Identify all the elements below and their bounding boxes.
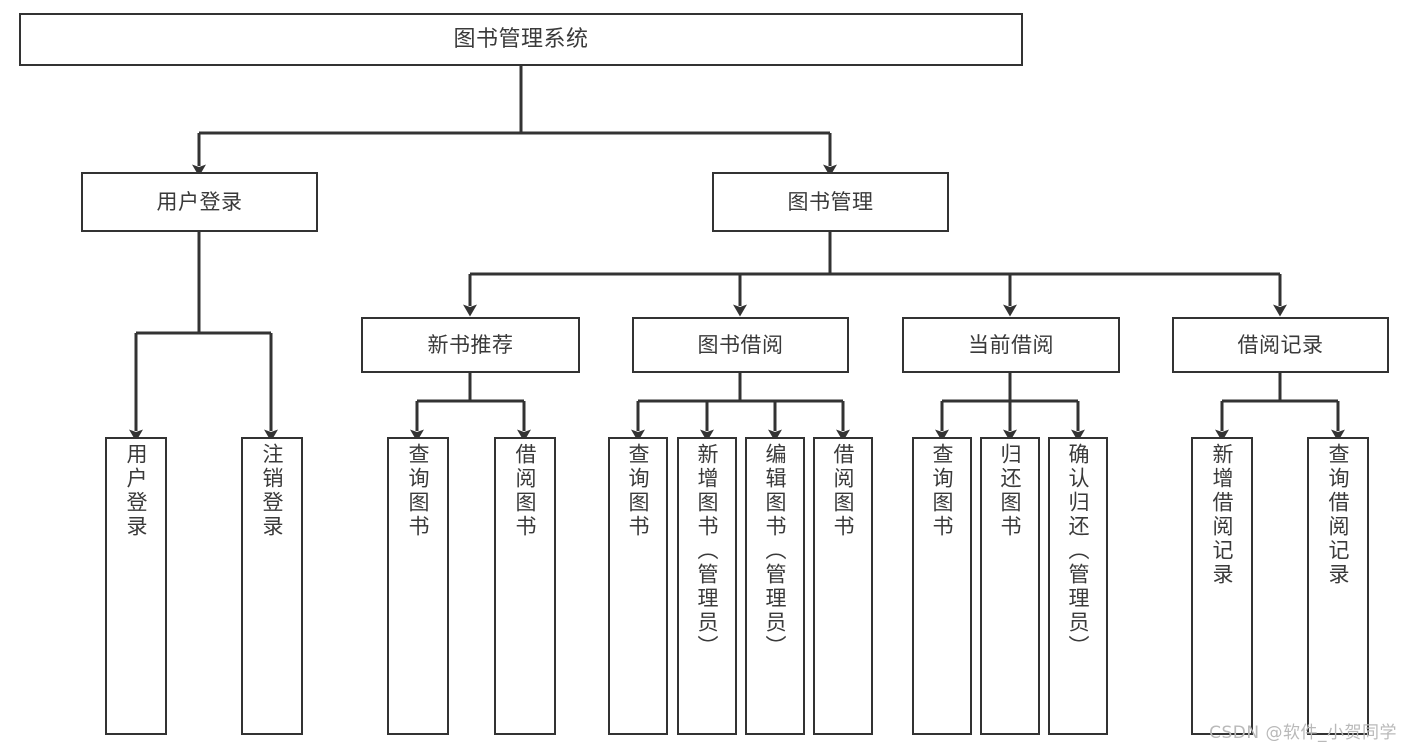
node-leaf-edit-book-label: 编辑图书（管理员） bbox=[763, 443, 788, 659]
node-leaf-query-book-2[interactable]: 查询图书 bbox=[608, 437, 668, 735]
node-leaf-return-book[interactable]: 归还图书 bbox=[980, 437, 1040, 735]
node-leaf-user-login[interactable]: 用户登录 bbox=[105, 437, 167, 735]
node-leaf-query-book-3[interactable]: 查询图书 bbox=[912, 437, 972, 735]
node-borrow-record-label: 借阅记录 bbox=[1237, 332, 1324, 357]
node-leaf-query-record[interactable]: 查询借阅记录 bbox=[1307, 437, 1369, 735]
node-leaf-query-book-2-label: 查询图书 bbox=[626, 443, 651, 539]
node-new-book-rec-label: 新书推荐 bbox=[427, 332, 514, 357]
node-leaf-confirm-return-label: 确认归还（管理员） bbox=[1066, 443, 1091, 659]
node-leaf-add-record[interactable]: 新增借阅记录 bbox=[1191, 437, 1253, 735]
node-leaf-query-record-label: 查询借阅记录 bbox=[1326, 443, 1351, 587]
node-root[interactable]: 图书管理系统 bbox=[19, 13, 1023, 66]
node-book-borrow[interactable]: 图书借阅 bbox=[632, 317, 849, 373]
node-leaf-borrow-book-2-label: 借阅图书 bbox=[831, 443, 856, 539]
node-leaf-query-book-3-label: 查询图书 bbox=[930, 443, 955, 539]
node-leaf-edit-book[interactable]: 编辑图书（管理员） bbox=[745, 437, 805, 735]
node-leaf-return-book-label: 归还图书 bbox=[998, 443, 1023, 539]
csdn-watermark: CSDN @软件_小贺同学 bbox=[1209, 723, 1397, 743]
node-leaf-add-book-label: 新增图书（管理员） bbox=[695, 443, 720, 659]
node-book-manage-label: 图书管理 bbox=[787, 189, 874, 214]
node-leaf-user-logout-label: 注销登录 bbox=[260, 443, 285, 539]
node-leaf-query-book-1-label: 查询图书 bbox=[406, 443, 431, 539]
node-leaf-borrow-book-1[interactable]: 借阅图书 bbox=[494, 437, 556, 735]
node-leaf-add-book[interactable]: 新增图书（管理员） bbox=[677, 437, 737, 735]
node-leaf-borrow-book-2[interactable]: 借阅图书 bbox=[813, 437, 873, 735]
node-leaf-borrow-book-1-label: 借阅图书 bbox=[513, 443, 538, 539]
node-book-manage[interactable]: 图书管理 bbox=[712, 172, 949, 232]
node-leaf-user-login-label: 用户登录 bbox=[124, 443, 149, 539]
node-leaf-user-logout[interactable]: 注销登录 bbox=[241, 437, 303, 735]
node-book-borrow-label: 图书借阅 bbox=[697, 332, 784, 357]
node-current-borrow-label: 当前借阅 bbox=[968, 332, 1054, 357]
node-borrow-record[interactable]: 借阅记录 bbox=[1172, 317, 1389, 373]
node-root-label: 图书管理系统 bbox=[453, 26, 589, 52]
node-new-book-rec[interactable]: 新书推荐 bbox=[361, 317, 580, 373]
node-leaf-add-record-label: 新增借阅记录 bbox=[1210, 443, 1235, 587]
node-user-login-label: 用户登录 bbox=[156, 189, 243, 214]
node-leaf-confirm-return[interactable]: 确认归还（管理员） bbox=[1048, 437, 1108, 735]
node-current-borrow[interactable]: 当前借阅 bbox=[902, 317, 1120, 373]
node-user-login[interactable]: 用户登录 bbox=[81, 172, 318, 232]
node-leaf-query-book-1[interactable]: 查询图书 bbox=[387, 437, 449, 735]
